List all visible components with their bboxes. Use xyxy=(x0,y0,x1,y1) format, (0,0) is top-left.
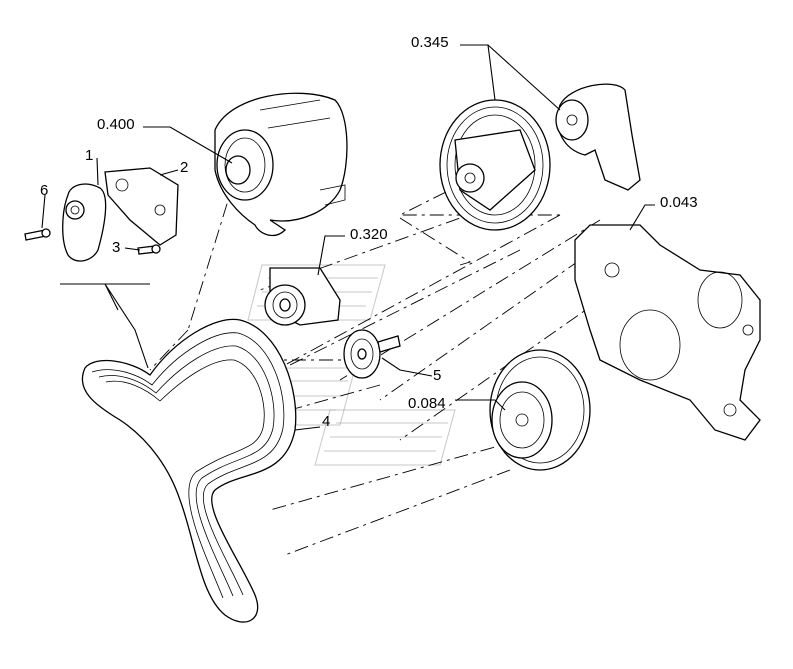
belt-tensioner-assembly xyxy=(24,167,179,262)
poly-v-belt xyxy=(81,318,297,623)
callout-1: 1 xyxy=(85,147,94,164)
alternator xyxy=(214,92,348,237)
callout-0320: 0.320 xyxy=(350,226,388,243)
callout-0043: 0.043 xyxy=(660,194,698,211)
crankshaft-damper-pulley xyxy=(489,349,591,471)
timing-cover xyxy=(574,224,761,441)
callout-6: 6 xyxy=(40,182,49,199)
callout-0084: 0.084 xyxy=(408,395,446,412)
leader-lines xyxy=(41,44,655,431)
callout-0345: 0.345 xyxy=(411,34,449,51)
callout-0400: 0.400 xyxy=(97,116,135,133)
callout-3: 3 xyxy=(112,239,121,256)
callout-2: 2 xyxy=(180,159,189,176)
callout-5: 5 xyxy=(433,367,442,384)
idler-pulley-bracket xyxy=(264,267,341,326)
callout-4: 4 xyxy=(322,413,331,430)
idler-pulley xyxy=(343,329,401,379)
water-pump-pulley xyxy=(439,83,641,231)
